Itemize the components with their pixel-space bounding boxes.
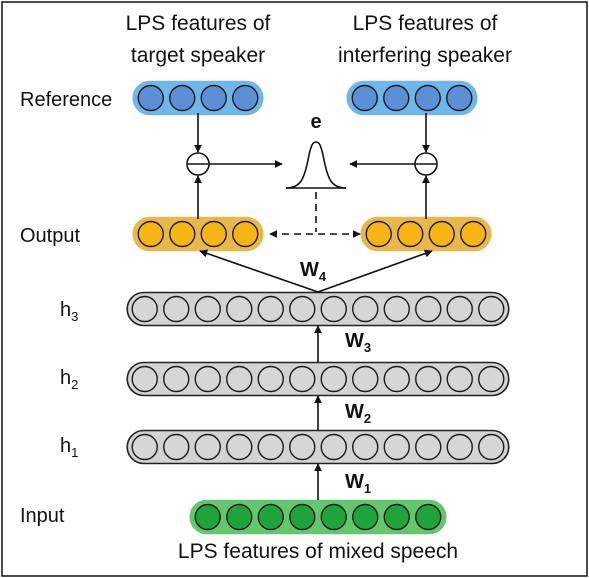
- neuron-node: [446, 365, 473, 393]
- neuron-node: [137, 220, 164, 248]
- weight-label-w3: W3: [345, 330, 371, 355]
- neuron-node: [365, 220, 392, 248]
- weight-label-w2: W2: [345, 401, 371, 426]
- neuron-node: [351, 84, 378, 112]
- neuron-node: [226, 365, 253, 393]
- hidden-layer-h2: [126, 361, 510, 397]
- neuron-node: [352, 295, 379, 323]
- neuron-node: [383, 503, 410, 531]
- neuron-node: [415, 503, 442, 531]
- neuron-node: [383, 295, 410, 323]
- neuron-node: [169, 220, 196, 248]
- arrow-w4-right: [317, 249, 433, 293]
- neuron-node: [163, 433, 190, 461]
- neuron-node: [383, 433, 410, 461]
- subtract-node-left: [186, 152, 210, 176]
- reference-label: Reference: [20, 89, 112, 111]
- reference-layer-interfering: [346, 80, 478, 116]
- neuron-node: [289, 433, 316, 461]
- neuron-node: [169, 84, 196, 112]
- neuron-node: [226, 433, 253, 461]
- input-layer: [189, 499, 447, 535]
- neuron-node: [460, 220, 487, 248]
- neuron-node: [194, 503, 221, 531]
- hidden-layer-h1: [126, 429, 510, 465]
- neuron-node: [352, 365, 379, 393]
- neuron-node: [446, 84, 473, 112]
- neuron-node: [289, 365, 316, 393]
- target-caption-line1: LPS features of: [126, 12, 271, 35]
- neuron-node: [414, 84, 441, 112]
- neuron-node: [383, 84, 410, 112]
- neuron-node: [194, 433, 221, 461]
- neuron-node: [415, 433, 442, 461]
- neuron-node: [352, 503, 379, 531]
- input-label: Input: [20, 505, 65, 527]
- neuron-node: [257, 433, 284, 461]
- error-label: e: [310, 111, 321, 133]
- layer-label-h2: h2: [60, 367, 78, 392]
- neuron-node: [232, 220, 259, 248]
- subtract-node-right: [414, 152, 438, 176]
- neuron-node: [257, 365, 284, 393]
- neuron-node: [194, 295, 221, 323]
- neuron-node: [131, 295, 158, 323]
- neuron-node: [226, 503, 253, 531]
- neuron-node: [320, 433, 347, 461]
- neuron-node: [320, 503, 347, 531]
- mixed-speech-caption: LPS features of mixed speech: [178, 540, 458, 563]
- neuron-node: [131, 433, 158, 461]
- neuron-node: [383, 365, 410, 393]
- arrow-w4-left: [199, 249, 319, 293]
- neuron-node: [320, 365, 347, 393]
- hidden-layer-h3: [126, 291, 510, 327]
- neuron-node: [200, 84, 227, 112]
- layer-frame: [189, 499, 447, 535]
- neuron-node: [289, 503, 316, 531]
- neuron-node: [415, 365, 442, 393]
- interfering-caption-line2: interfering speaker: [338, 44, 512, 67]
- neuron-node: [478, 365, 505, 393]
- neuron-node: [232, 84, 259, 112]
- neuron-node: [352, 433, 379, 461]
- neuron-node: [289, 295, 316, 323]
- neuron-node: [428, 220, 455, 248]
- neuron-node: [478, 433, 505, 461]
- reference-layer-target: [132, 80, 264, 116]
- neuron-node: [257, 295, 284, 323]
- neuron-node: [226, 295, 253, 323]
- neuron-node: [257, 503, 284, 531]
- neuron-node: [200, 220, 227, 248]
- weight-label-w4: W4: [300, 259, 327, 284]
- neuron-node: [131, 365, 158, 393]
- layer-label-h3: h3: [60, 299, 78, 324]
- neuron-node: [478, 295, 505, 323]
- neuron-node: [137, 84, 164, 112]
- output-label: Output: [20, 225, 80, 247]
- layer-label-h1: h1: [60, 435, 78, 460]
- neuron-node: [194, 365, 221, 393]
- interfering-caption-line1: LPS features of: [353, 12, 498, 35]
- neuron-node: [163, 295, 190, 323]
- neuron-node: [415, 295, 442, 323]
- neuron-node: [446, 433, 473, 461]
- output-layer-interfering: [360, 216, 492, 252]
- neuron-node: [320, 295, 347, 323]
- neuron-node: [163, 365, 190, 393]
- gaussian-curve-icon: [285, 141, 347, 189]
- layer-frame: [346, 80, 478, 116]
- neuron-node: [397, 220, 424, 248]
- neuron-node: [446, 295, 473, 323]
- target-caption-line2: target speaker: [131, 44, 265, 67]
- output-layer-target: [132, 216, 264, 252]
- weight-label-w1: W1: [345, 471, 371, 496]
